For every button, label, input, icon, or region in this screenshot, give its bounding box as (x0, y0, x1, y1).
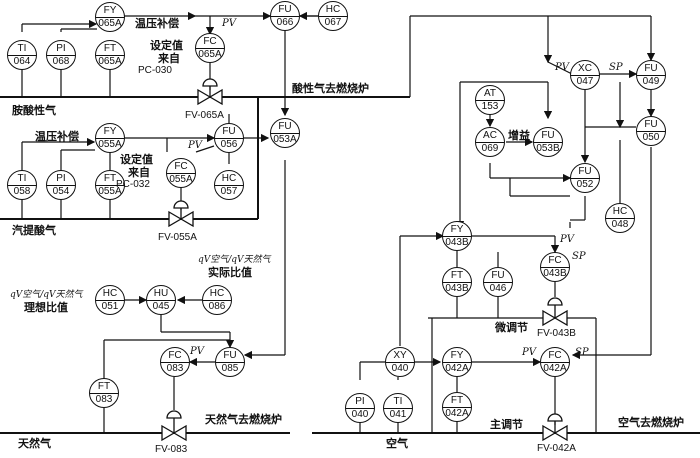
valve-fv065a (197, 78, 223, 106)
label-pv-5: PV (560, 234, 574, 245)
label-sp-1: SP (609, 62, 623, 73)
label-sp-2: SP (572, 251, 586, 262)
label-temp-press-comp-1: 温压补偿 (135, 17, 179, 30)
label-natural-gas-to-burner: 天然气去燃烧炉 (205, 413, 282, 426)
label-pv-2: PV (188, 140, 202, 151)
label-amine-gas: 胺酸性气 (12, 104, 56, 117)
label-ratio-ideal: 理想比值 (24, 301, 68, 314)
label-air: 空气 (386, 437, 408, 450)
label-ratio-actual: 实际比值 (208, 266, 252, 279)
label-fv083: FV-083 (155, 444, 188, 455)
label-ratio-ideal-formula: qV空气/qV天然气 (10, 290, 83, 300)
label-sp-3: SP (575, 347, 589, 358)
label-fv065a: FV-065A (185, 110, 224, 121)
label-pc030: PC-030 (138, 65, 172, 76)
label-pv-4: PV (555, 62, 569, 73)
label-setpoint-1: 设定值 (150, 39, 183, 52)
valve-fv055a (168, 200, 194, 228)
label-air-to-burner: 空气去燃烧炉 (618, 416, 684, 429)
valve-fv043b (542, 297, 568, 327)
label-fv043b: FV-043B (537, 328, 576, 339)
label-natural-gas: 天然气 (18, 437, 51, 450)
valve-fv083 (161, 410, 187, 442)
label-pv-3: PV (190, 346, 204, 357)
label-from-2: 来自 (128, 166, 150, 179)
label-main-adjust: 主调节 (490, 418, 523, 431)
label-pv-1: PV (222, 18, 236, 29)
label-pc032: PC-032 (116, 179, 150, 190)
label-setpoint-2: 设定值 (120, 153, 153, 166)
label-acid-gas-to-burner: 酸性气去燃烧炉 (292, 82, 369, 95)
label-gain: 增益 (508, 129, 530, 142)
label-ratio-actual-formula: qV空气/qV天然气 (198, 255, 271, 265)
label-fv042a: FV-042A (537, 443, 576, 454)
valve-fv042a (542, 413, 568, 442)
label-fv055a: FV-055A (158, 232, 197, 243)
label-from-1: 来自 (158, 52, 180, 65)
label-stripper-acid-gas: 汽提酸气 (12, 224, 56, 237)
label-fine-adjust: 微调节 (495, 321, 528, 334)
label-pv-6: PV (522, 347, 536, 358)
label-temp-press-comp-2: 温压补偿 (35, 130, 79, 143)
